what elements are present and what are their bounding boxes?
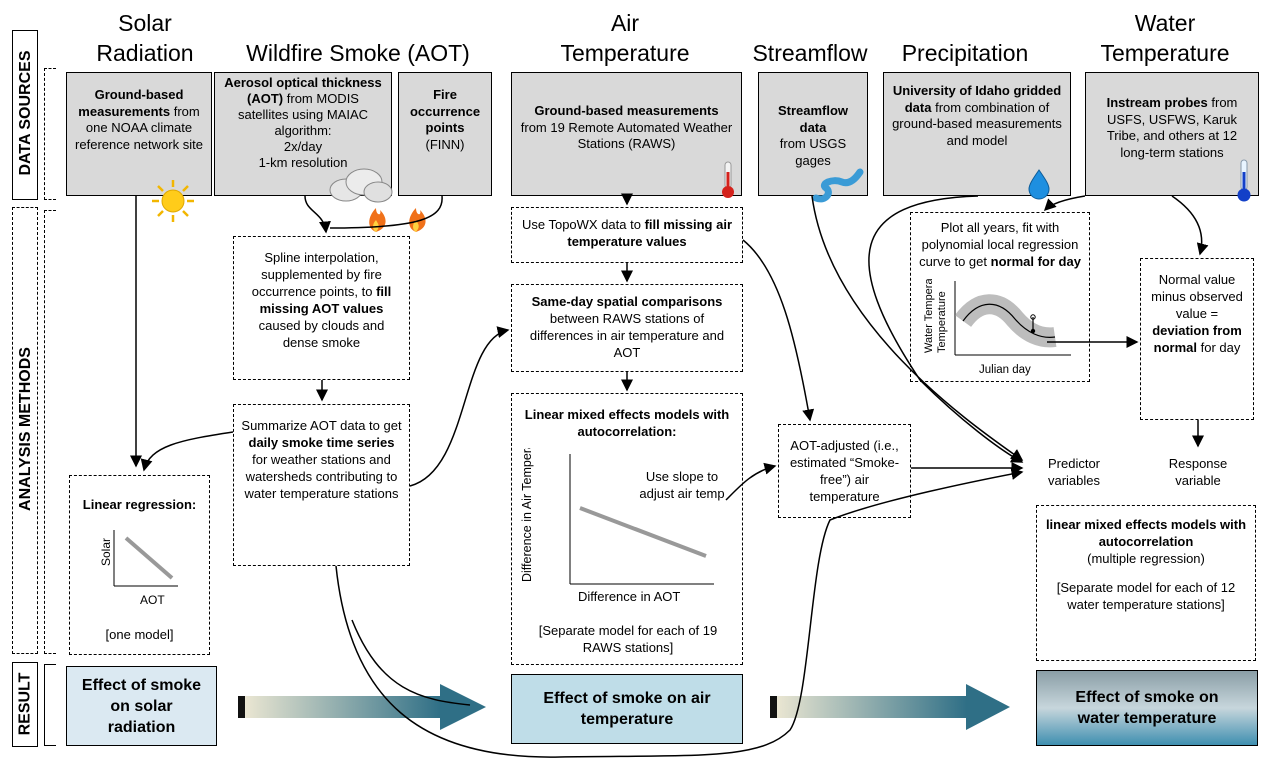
source-solar: Ground-based measurements from one NOAA … xyxy=(66,72,212,196)
header-smoke: Wildfire Smoke (AOT) xyxy=(246,40,470,66)
cloud-icon xyxy=(329,168,393,203)
result-bracket xyxy=(44,664,56,746)
response-variable: Response variable xyxy=(1168,456,1228,488)
header-water: Water Temperature xyxy=(1100,10,1230,66)
svg-text:AOT: AOT xyxy=(140,593,165,607)
svg-text:Solar: Solar xyxy=(99,538,113,566)
svg-text:Julian day: Julian day xyxy=(979,364,1031,376)
source-fire: Fire occurrence points(FINN) xyxy=(398,72,492,196)
method-topowx: Use TopoWX data to fill missing air temp… xyxy=(511,207,743,263)
result-water: Effect of smoke on water temperature xyxy=(1036,670,1258,746)
svg-text:Difference in Air Temperature: Difference in Air Temperature xyxy=(520,448,534,582)
solar-aot-plot: Solar AOT xyxy=(99,530,178,607)
water-drop-icon xyxy=(1028,169,1050,200)
stream-icon xyxy=(812,168,864,203)
data-sources-label-box: DATA SOURCES xyxy=(12,30,38,200)
method-same-day: Same-day spatial comparisons between RAW… xyxy=(511,284,743,372)
method-normal-deviation: Normal value minus observed value = devi… xyxy=(1140,258,1254,420)
source-water: Instream probes from USFS, USFWS, Karuk … xyxy=(1085,72,1259,196)
thermometer-blue-icon xyxy=(1237,159,1251,202)
method-linear-regression: Linear regression: Solar AOT [one model] xyxy=(69,475,210,655)
header-air: Air Temperature xyxy=(560,10,690,66)
svg-text:Difference in AOT: Difference in AOT xyxy=(578,589,680,604)
analysis-methods-bracket xyxy=(44,210,56,654)
result-solar: Effect of smoke on solar radiation xyxy=(66,666,217,746)
result-air: Effect of smoke on air temperature xyxy=(511,674,743,744)
svg-text:Water Temperature: Water Temperature xyxy=(923,279,935,353)
method-lme-air: Linear mixed effects models with autocor… xyxy=(511,393,743,665)
header-streamflow: Streamflow xyxy=(752,40,868,66)
header-precip: Precipitation xyxy=(901,40,1029,66)
thermometer-red-icon xyxy=(722,161,734,198)
result-arrow-2 xyxy=(770,684,1010,730)
analysis-methods-label-box: ANALYSIS METHODS xyxy=(12,207,38,654)
air-aot-plot: Difference in Air Temperature Difference… xyxy=(520,448,714,604)
method-plot-years: Plot all years, fit with polynomial loca… xyxy=(910,212,1090,382)
method-spline: Spline interpolation, supplemented by fi… xyxy=(233,236,410,380)
predictor-variables: Predictor variables xyxy=(1047,456,1101,488)
sun-icon xyxy=(152,180,194,222)
data-sources-bracket xyxy=(44,68,56,200)
result-arrow-1 xyxy=(238,684,486,730)
method-final-lme: linear mixed effects models with autocor… xyxy=(1036,505,1256,661)
water-temp-plot: Water Temperature Temperature Julian day xyxy=(923,279,1071,376)
svg-text:Temperature: Temperature xyxy=(936,291,948,353)
method-summarize: Summarize AOT data to get daily smoke ti… xyxy=(233,404,410,566)
header-solar: Solar Radiation xyxy=(96,10,194,66)
method-aot-adjusted: AOT-adjusted (i.e., estimated “Smoke-fre… xyxy=(778,424,911,518)
result-label-box: RESULT xyxy=(12,662,38,747)
